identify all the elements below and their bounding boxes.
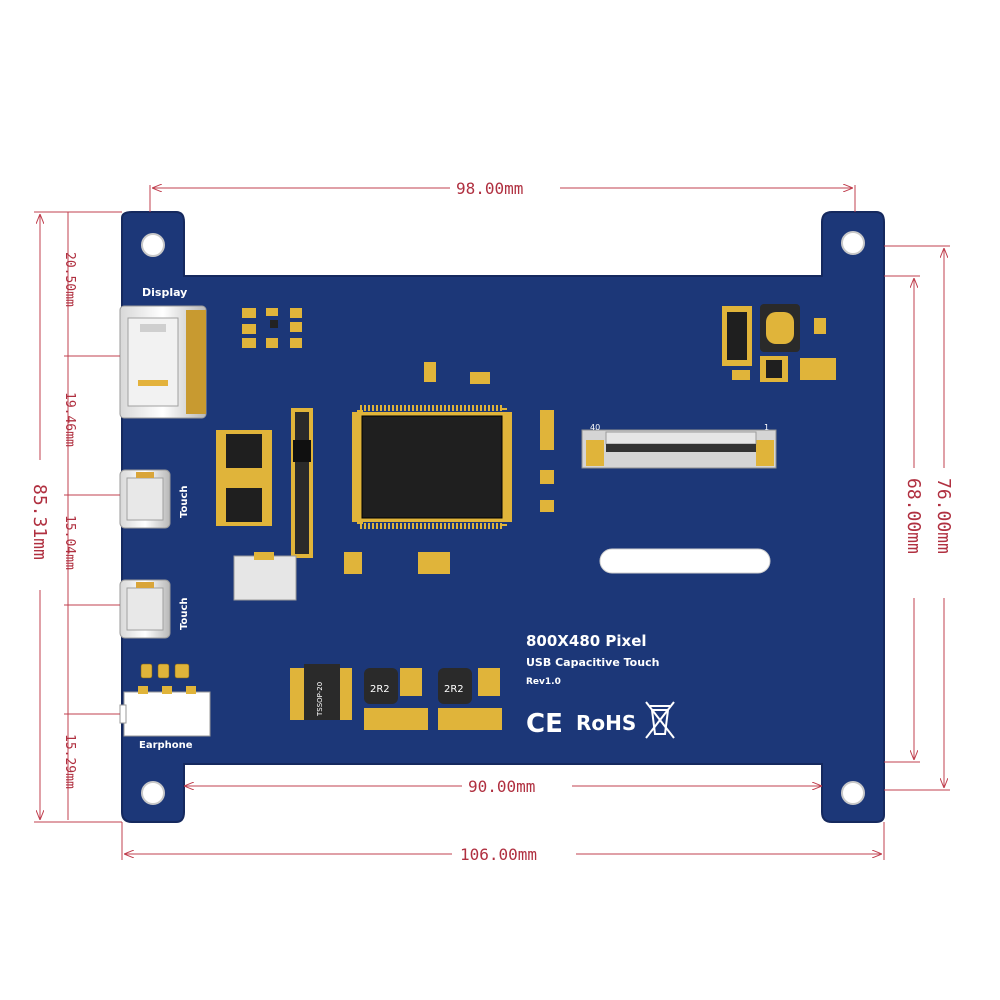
tssop-chip xyxy=(290,664,352,720)
main-controller-ic xyxy=(352,405,512,529)
display-port-label: Display xyxy=(142,286,187,299)
board-slot-cutout xyxy=(599,548,771,574)
rohs-mark-icon: RoHS xyxy=(576,711,636,735)
mounting-hole-bottom-left xyxy=(141,781,165,805)
inductor-1 xyxy=(364,668,398,704)
inductor-2 xyxy=(438,668,472,704)
resistor-column xyxy=(291,408,313,558)
dim-right-outer-height: 76.00mm xyxy=(933,478,954,554)
micro-usb-touch-port-2 xyxy=(119,579,171,639)
inductor-1-label: 2R2 xyxy=(370,684,390,695)
dim-total-height: 85.31mm xyxy=(29,484,50,560)
mounting-hole-top-left xyxy=(141,233,165,257)
earphone-jack xyxy=(119,686,211,737)
usb-hub-chip xyxy=(233,552,297,601)
small-caps-center xyxy=(344,362,554,574)
weee-bin-icon xyxy=(645,701,675,739)
power-section-top-right xyxy=(722,304,836,382)
dim-left-1: 20.50mm xyxy=(62,252,77,307)
passive-row-bottom xyxy=(364,668,502,730)
tssop-chip-label: TSSOP-20 xyxy=(316,682,324,717)
fpc-pin-40-label: 40 xyxy=(590,423,600,432)
dim-right-inner-height: 68.00mm xyxy=(903,478,924,554)
revision-label: Rev1.0 xyxy=(526,677,561,687)
mounting-hole-bottom-right xyxy=(841,781,865,805)
dim-hole-span-width: 90.00mm xyxy=(468,777,535,796)
dim-total-width: 106.00mm xyxy=(460,845,537,864)
dual-ic-left xyxy=(216,430,272,526)
touch-type-label: USB Capacitive Touch xyxy=(526,656,659,669)
hdmi-port xyxy=(119,305,207,419)
dim-left-2: 19.46mm xyxy=(62,392,77,447)
dim-left-3: 15.04mm xyxy=(62,515,77,570)
component-cluster-top-left xyxy=(242,308,302,348)
dim-left-4: 15.29mm xyxy=(62,734,77,789)
micro-usb-touch-port-1 xyxy=(119,469,171,529)
touch-port-label-2: Touch xyxy=(179,597,190,630)
mounting-hole-top-right xyxy=(841,231,865,255)
fpc-pin-1-label: 1 xyxy=(764,423,769,432)
fpc-connector xyxy=(581,429,777,469)
resolution-label: 800X480 Pixel xyxy=(526,632,647,650)
inductor-2-label: 2R2 xyxy=(444,684,464,695)
touch-port-label-1: Touch xyxy=(179,485,190,518)
earphone-jack-label: Earphone xyxy=(139,740,193,751)
dim-top-width: 98.00mm xyxy=(456,179,523,198)
ce-mark-icon: CE xyxy=(526,709,563,739)
capacitor-group-earphone xyxy=(140,663,190,679)
